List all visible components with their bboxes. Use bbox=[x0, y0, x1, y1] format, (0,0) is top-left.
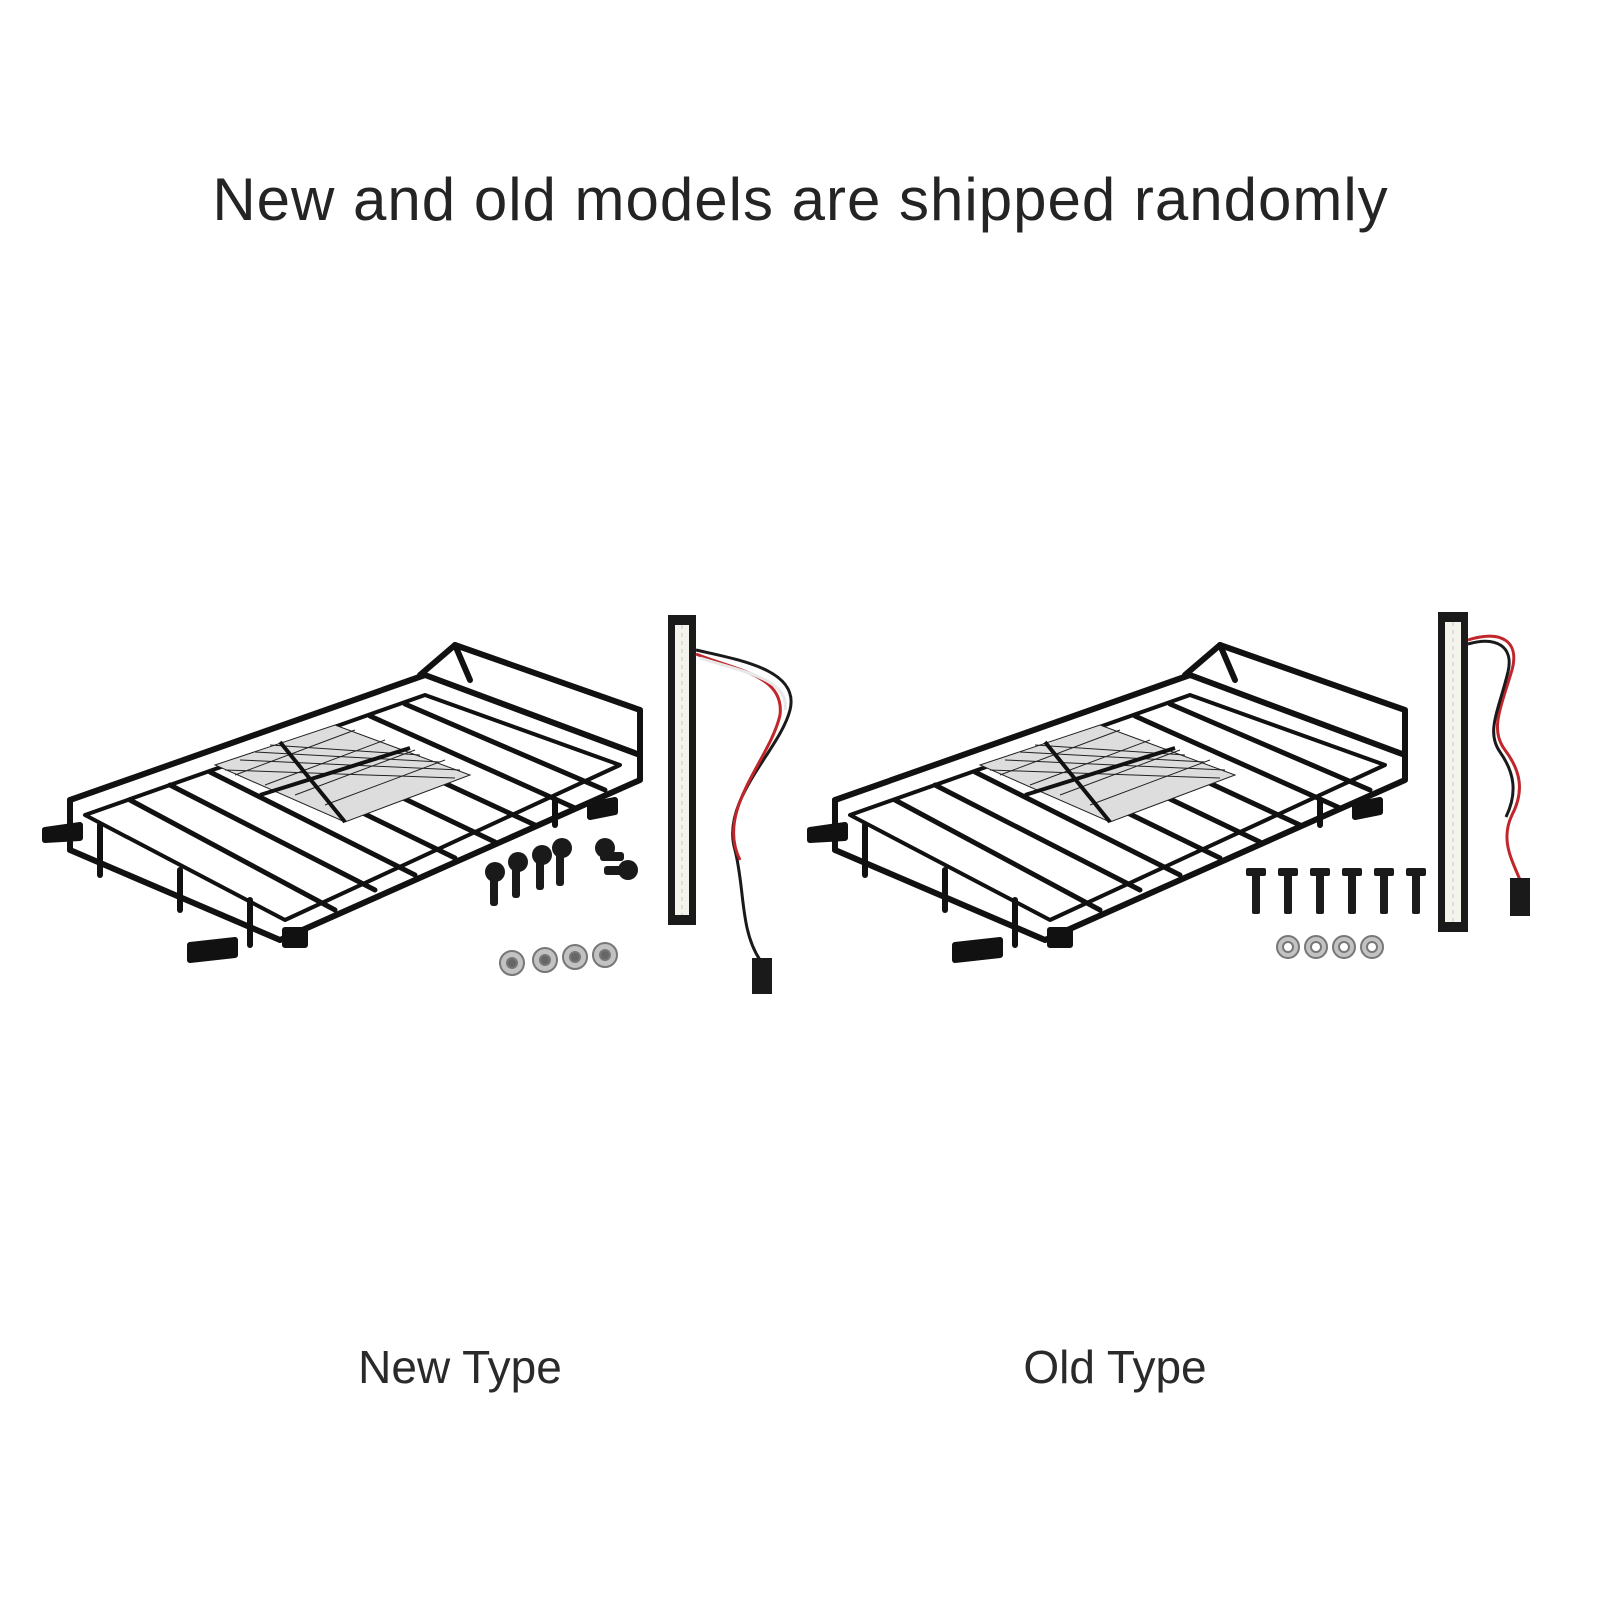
headline: New and old models are shipped randomly bbox=[212, 166, 1389, 233]
old-type-caption: Old Type bbox=[1023, 1341, 1207, 1393]
old-type-product-image bbox=[800, 600, 1600, 1020]
roof-rack-illustration-old bbox=[807, 612, 1530, 963]
new-type-product-image bbox=[0, 600, 800, 1020]
roof-rack-illustration-new bbox=[42, 615, 793, 994]
new-type-caption: New Type bbox=[358, 1341, 562, 1393]
